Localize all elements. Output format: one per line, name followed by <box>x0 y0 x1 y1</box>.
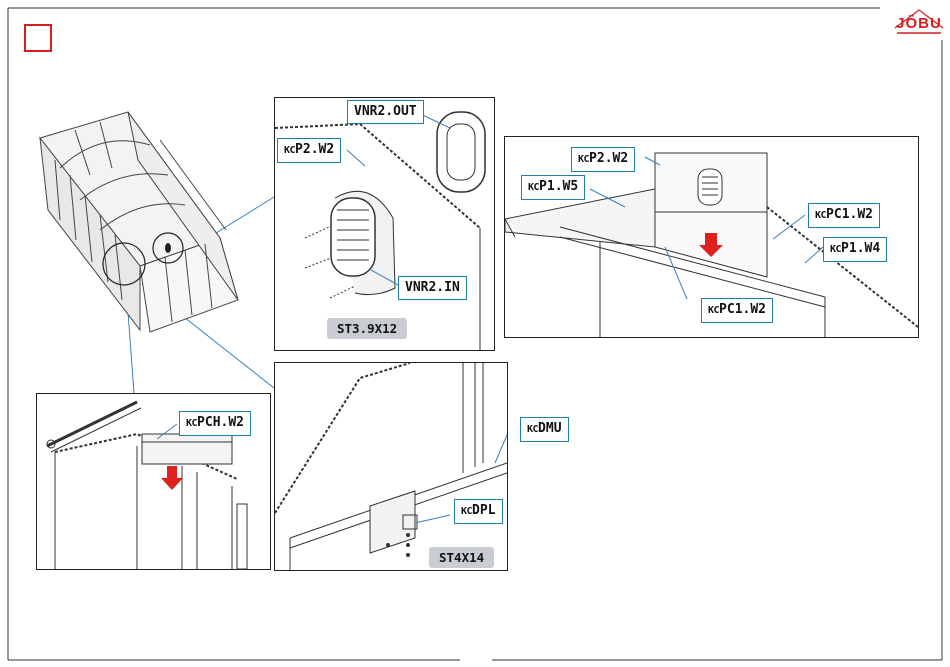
label-kcdmu: KCDMU <box>520 417 569 442</box>
label-kcp2-w2-gable: KCP2.W2 <box>571 147 635 172</box>
roof-cap-frame: KCPCH.W2 <box>36 393 271 570</box>
badge-st39x12: ST3.9X12 <box>327 318 407 339</box>
door-plate-frame: ST4X14 <box>274 362 508 571</box>
label-kcpc1-w2-bottom: KCPC1.W2 <box>701 298 773 323</box>
label-kcdpl: KCDPL <box>454 499 503 524</box>
label-kcpch-w2: KCPCH.W2 <box>179 411 251 436</box>
brand-logo: JÖBU <box>893 6 945 36</box>
label-kcpc1-w2-top: KCPC1.W2 <box>808 203 880 228</box>
vent-detail-frame: VNR2.OUT KCP2.W2 VNR2.IN ST3.9X12 <box>274 97 495 351</box>
logo-text: JÖBU <box>893 15 945 32</box>
label-vnr2-out: VNR2.OUT <box>347 100 424 124</box>
label-kcp2-w2-vent: KCP2.W2 <box>277 138 341 163</box>
label-vnr2-in: VNR2.IN <box>398 276 467 300</box>
badge-st4x14: ST4X14 <box>429 547 494 568</box>
label-kcp1-w4: KCP1.W4 <box>823 237 887 262</box>
label-kcp1-w5: KCP1.W5 <box>521 175 585 200</box>
step-number-box <box>24 24 52 52</box>
gable-panel-frame: KCP2.W2 KCP1.W5 KCPC1.W2 KCP1.W4 KCPC1.W… <box>504 136 919 338</box>
